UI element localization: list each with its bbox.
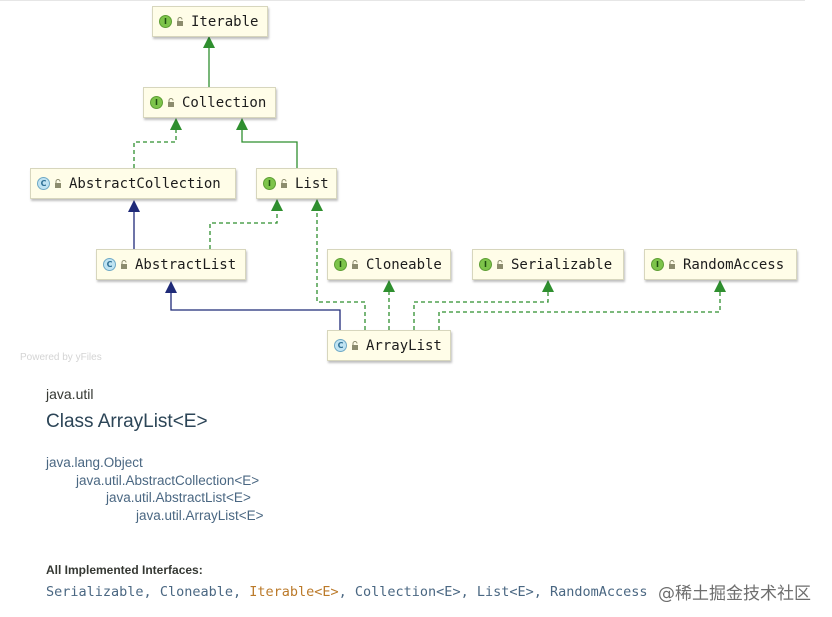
lock-icon (166, 97, 176, 108)
edge-arraylist-list (316, 205, 366, 330)
lock-icon (119, 259, 129, 270)
edge-abstractcollection-collection (133, 124, 177, 168)
implemented-interfaces-heading: All Implemented Interfaces: (46, 563, 203, 577)
node-abstract-collection[interactable]: C AbstractCollection (30, 168, 236, 199)
top-divider (0, 0, 805, 1)
node-list[interactable]: I List (256, 168, 337, 199)
hierarchy-level-2[interactable]: java.util.AbstractList<E> (106, 490, 251, 505)
node-random-access[interactable]: I RandomAccess (644, 249, 797, 280)
package-name: java.util (46, 386, 94, 402)
interface-link-cloneable[interactable]: Cloneable (159, 584, 233, 600)
node-label: List (295, 175, 329, 192)
node-array-list[interactable]: C ArrayList (327, 330, 451, 361)
node-label: RandomAccess (683, 256, 785, 273)
class-title: Class ArrayList<E> (46, 411, 208, 432)
node-label: Iterable (191, 13, 259, 30)
interface-link-random-access[interactable]: RandomAccess (550, 584, 648, 600)
interface-link-iterable[interactable]: Iterable<E> (249, 584, 339, 600)
diagram-edges (128, 36, 726, 330)
node-serializable[interactable]: I Serializable (472, 249, 624, 280)
separator: , (460, 584, 477, 600)
interface-link-collection[interactable]: Collection<E> (354, 584, 461, 600)
edge-arraylist-abstractlist (170, 287, 341, 330)
interface-icon: I (651, 258, 664, 271)
node-collection[interactable]: I Collection (143, 87, 276, 118)
lock-icon (350, 340, 360, 351)
lock-icon (175, 16, 185, 27)
interface-icon: I (334, 258, 347, 271)
hierarchy-level-1[interactable]: java.util.AbstractCollection<E> (76, 473, 260, 488)
separator: , (232, 584, 250, 600)
class-hierarchy-diagram: I Iterable I Collection C AbstractCollec… (20, 6, 797, 363)
arrowhead-iterable (203, 36, 215, 48)
interface-link-list[interactable]: List<E> (476, 584, 534, 600)
interface-icon: I (263, 177, 276, 190)
node-abstract-list[interactable]: C AbstractList (96, 249, 246, 280)
implemented-interfaces-list: Serializable, Cloneable, Iterable<E>, Co… (46, 584, 648, 600)
lock-icon (279, 178, 289, 189)
lock-icon (350, 259, 360, 270)
node-iterable[interactable]: I Iterable (152, 6, 268, 37)
interface-icon: I (159, 15, 172, 28)
node-label: Collection (182, 94, 267, 111)
node-label: ArrayList (366, 337, 442, 354)
watermark: @稀土掘金技术社区 (658, 584, 811, 604)
lock-icon (667, 259, 677, 270)
lock-icon (495, 259, 505, 270)
lock-icon (53, 178, 63, 189)
separator: , (143, 584, 160, 600)
edge-arraylist-serializable (413, 286, 549, 330)
hierarchy-level-3: java.util.ArrayList<E> (136, 508, 264, 523)
interface-icon: I (479, 258, 492, 271)
class-icon: C (334, 339, 347, 352)
node-label: AbstractCollection (69, 175, 221, 192)
node-label: Cloneable (366, 256, 442, 273)
node-label: AbstractList (135, 256, 237, 273)
node-cloneable[interactable]: I Cloneable (327, 249, 451, 280)
interface-link-serializable[interactable]: Serializable (46, 584, 144, 600)
edge-list-collection (241, 124, 298, 168)
interface-icon: I (150, 96, 163, 109)
edge-abstractlist-list (209, 205, 278, 249)
separator: , (338, 584, 355, 600)
faded-credit: Powered by yFiles (20, 352, 102, 363)
hierarchy-level-0[interactable]: java.lang.Object (46, 455, 143, 470)
class-icon: C (103, 258, 116, 271)
class-icon: C (37, 177, 50, 190)
separator: , (533, 584, 551, 600)
node-label: Serializable (511, 256, 613, 273)
edge-arraylist-randomaccess (438, 286, 721, 330)
